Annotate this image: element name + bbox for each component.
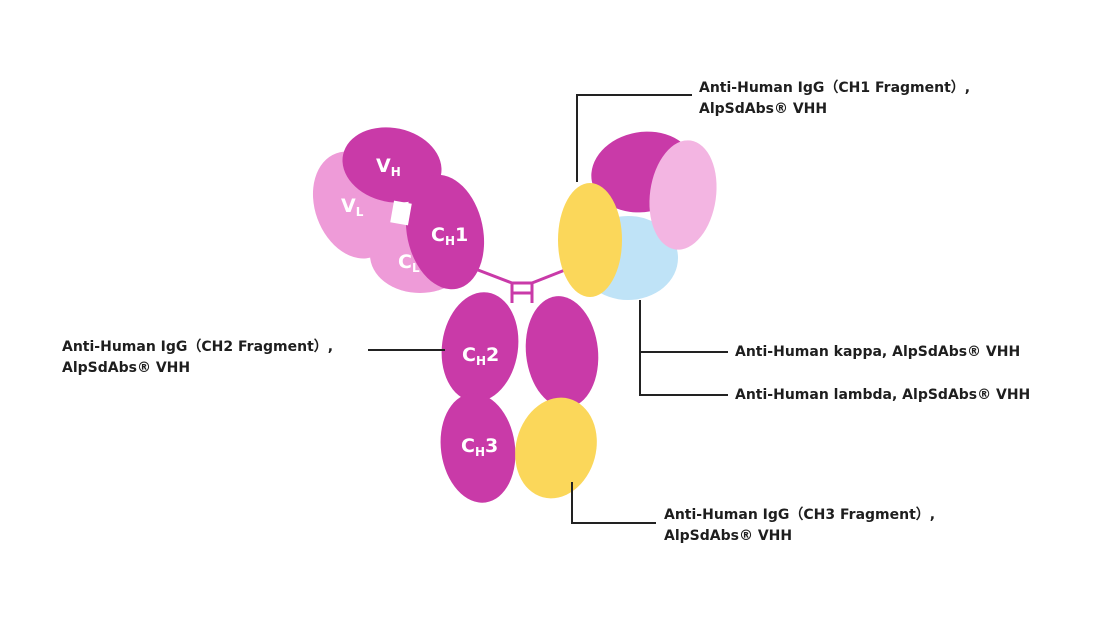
kappa-lambda-leader-line — [639, 300, 728, 396]
ch3-callout: Anti-Human IgG（CH3 Fragment）, AlpSdAbs® … — [664, 505, 935, 547]
ch2-domain — [441, 292, 519, 402]
ch3-label: CH3 — [461, 435, 498, 459]
kappa-callout: Anti-Human kappa, AlpSdAbs® VHH — [735, 342, 1020, 363]
ch3-callout-line1: Anti-Human IgG（CH3 Fragment）, — [664, 507, 936, 523]
fab-gap — [390, 200, 412, 226]
ch1-label: CH1 — [431, 224, 468, 248]
vh-label: VH — [376, 155, 401, 179]
ch3-leader-line — [571, 482, 656, 524]
ch1-domain — [405, 174, 485, 290]
ch2-label: CH2 — [462, 344, 499, 368]
ch1-binder — [558, 183, 622, 297]
ch3-callout-line2: AlpSdAbs® VHH — [664, 528, 793, 544]
ch1-leader-line — [576, 94, 692, 182]
lambda-callout: Anti-Human lambda, AlpSdAbs® VHH — [735, 385, 1030, 406]
hinge-region — [477, 268, 566, 303]
lambda-callout-line1: Anti-Human lambda, AlpSdAbs® VHH — [735, 387, 1031, 403]
hinge-link-right — [531, 268, 566, 285]
ch3-domain — [440, 393, 516, 503]
ch1-callout-line2: AlpSdAbs® VHH — [699, 101, 828, 117]
kappa-callout-line1: Anti-Human kappa, AlpSdAbs® VHH — [735, 344, 1021, 360]
ch3-binder — [515, 397, 597, 499]
right-ch2-domain — [525, 296, 599, 408]
right-light-domain — [649, 140, 717, 250]
ch2-callout-line1: Anti-Human IgG（CH2 Fragment）, — [62, 339, 334, 355]
vh-domain — [342, 127, 442, 203]
cl-label: CL — [398, 251, 420, 275]
ch2-callout: Anti-Human IgG（CH2 Fragment）, AlpSdAbs® … — [62, 337, 333, 379]
ch1-callout-line1: Anti-Human IgG（CH1 Fragment）, — [699, 80, 971, 96]
ch1-callout: Anti-Human IgG（CH1 Fragment）, AlpSdAbs® … — [699, 78, 970, 120]
hinge-link-left — [477, 268, 513, 285]
ch2-callout-line2: AlpSdAbs® VHH — [62, 360, 191, 376]
vl-label: VL — [341, 195, 364, 219]
